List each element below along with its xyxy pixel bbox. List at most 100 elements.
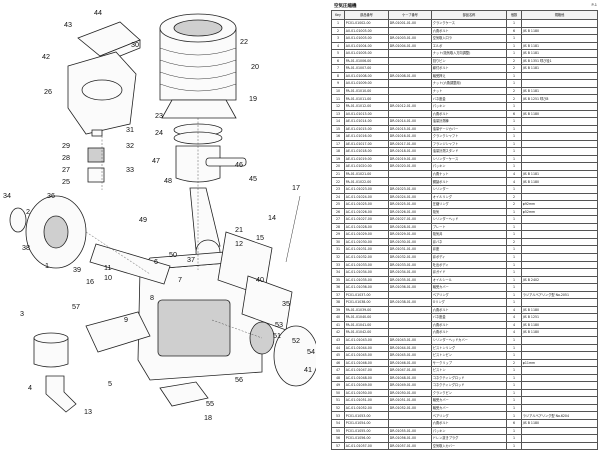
cell-part-number: AC-01-01057-00 [344,441,389,450]
cell-part-name: クランクシャフト [431,132,507,141]
cell-part-number: PA-01-01040-00 [344,313,389,322]
cell-key: 57 [331,441,345,450]
cell-spec [521,252,598,262]
cell-quantity: 1 [506,335,522,345]
callout-25: 25 [62,177,70,186]
cell-quantity: 1 [506,351,522,360]
cell-spec: JIS B 1181 [521,41,598,51]
cell-part-number: AC-01-01048-00 [344,373,389,383]
callout-39: 39 [73,265,81,274]
cell-drawing-number: DR-01019-01-00 [388,154,432,164]
oil-gauge-rod [285,195,301,263]
cell-part-name: シリンダーケース [431,154,507,164]
cell-part-number: AC-01-01050-00 [344,388,389,398]
cell-spec: ラジアルベアリング型 No.2051 [521,290,598,300]
cell-part-name: サークリップ [431,358,507,368]
cell-key: 28 [331,222,345,232]
cell-part-number: AE-01-01016-00 [344,132,389,141]
cell-part-number: AC-01-01043-00 [344,335,389,345]
cell-key: 16 [331,132,345,141]
callout-33: 33 [126,165,134,174]
cell-quantity: 2 [506,200,522,209]
column-header: 個数 [506,10,522,20]
cell-key: 55 [331,426,345,436]
cell-quantity: 1 [506,162,522,171]
cell-spec: JIS B 1181 [521,86,598,96]
cell-part-name: ピストンピン [431,351,507,360]
cell-quantity: 4 [506,305,522,315]
cell-spec [521,366,598,375]
cell-spec [521,147,598,156]
column-header: 規格他 [521,10,598,20]
cell-key: 20 [331,162,345,171]
cell-part-number: AC-01-01028-00 [344,222,389,232]
cell-part-number: AC-01-01030-00 [344,237,389,247]
cell-part-name: 六角ボルト [431,328,507,337]
head-port-part [81,79,123,101]
cell-part-number: A0-01-01008-00 [344,71,389,81]
cell-quantity: 1 [506,124,522,134]
cell-drawing-number: DR-01057-01-00 [388,441,432,450]
callout-labels: 44 43 30 42 26 31 29 28 32 27 25 33 34 2… [3,8,315,422]
cell-drawing-number: DR-01001-01-00 [388,19,432,28]
callout-42: 42 [42,52,50,61]
cell-part-name: プレート [431,222,507,232]
cell-part-name: バネ座金 [431,313,507,322]
cell-part-number: A0-01-01009-00 [344,79,389,88]
callout-57: 57 [72,302,80,311]
cell-part-name: クランクピン [431,388,507,398]
cell-drawing-number: DR-01055-01-00 [388,426,432,436]
cell-key: 37 [331,290,345,300]
cell-part-name: ピストンリング [431,343,507,353]
cell-quantity: 1 [506,275,522,285]
cell-quantity: 2 [506,64,522,73]
cell-spec: JIS B 1181 [521,169,598,179]
cell-quantity: 4 [506,320,522,330]
cell-part-name: 弁バネ [431,237,507,247]
cell-part-name: 軸受カバー [431,396,507,405]
callout-38: 38 [22,243,30,252]
cell-key: 35 [331,275,345,285]
cell-quantity: 1 [506,252,522,262]
cell-spec: ラジアルベアリング型 No.6204 [521,411,598,420]
cell-quantity: 1 [506,71,522,81]
piston-pin-part [205,157,247,167]
cell-drawing-number: DR-01050-01-00 [388,388,432,398]
callout-49: 49 [139,215,147,224]
cell-key: 14 [331,117,345,126]
cell-spec [521,79,598,88]
cell-spec: JIS B 1251 呼び8 [521,94,598,103]
cell-quantity: 4 [506,177,522,187]
cell-part-number: AC-01-01024-00 [344,192,389,202]
cell-quantity: 2 [506,86,522,96]
cell-key: 32 [331,252,345,262]
cell-quantity: 1 [506,388,522,398]
cell-key: 54 [331,419,345,428]
cell-quantity: 1 [506,207,522,217]
callout-46: 46 [235,160,243,169]
cell-part-number: A0-01-01003-00 [344,26,389,36]
cell-spec: JIS B 1351 呼び径1 [521,56,598,66]
cell-quantity: 4 [506,328,522,337]
cell-key: 36 [331,283,345,292]
cell-drawing-number: DR-01035-01-00 [388,275,432,285]
cell-part-number: PA-01-01006-00 [344,56,389,66]
cell-part-name: Oリング [431,298,507,307]
callout-7: 7 [178,275,182,284]
cell-drawing-number: DR-01048-01-00 [388,373,432,383]
cell-quantity: 1 [506,268,522,277]
cell-spec [521,381,598,390]
cell-part-number: AC-01-01026-00 [344,207,389,217]
